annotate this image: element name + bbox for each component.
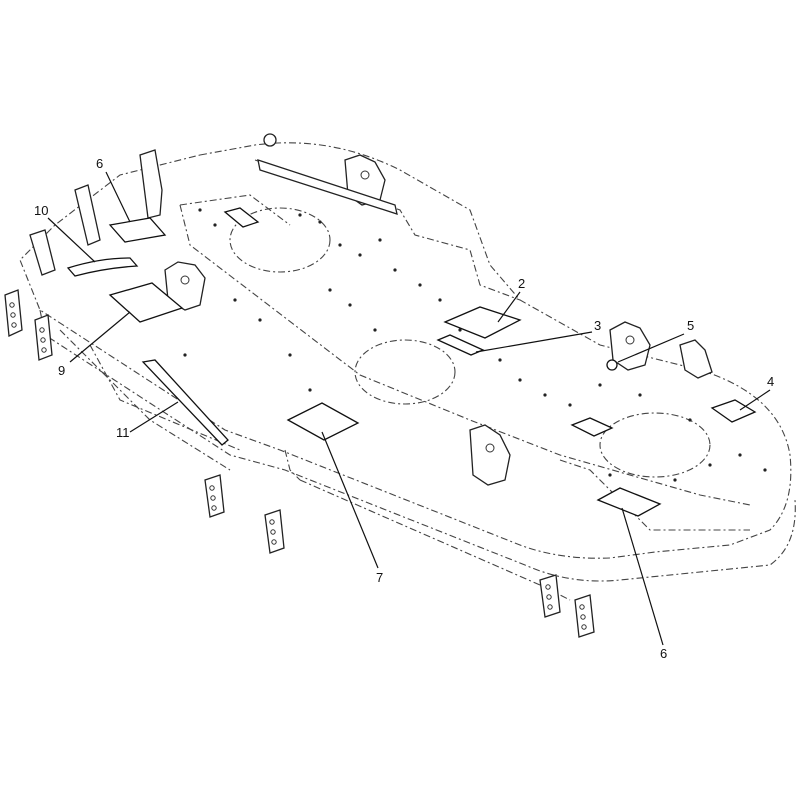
decal-3 (436, 334, 485, 356)
decal-11 (141, 359, 229, 446)
callout-labels: 6 10 9 11 7 2 3 5 4 6 (34, 156, 774, 661)
callout-4: 4 (767, 374, 774, 389)
callout-2: 2 (518, 276, 525, 291)
callout-6-rear: 6 (96, 156, 103, 171)
callout-11: 11 (116, 425, 130, 440)
callout-6-front: 6 (660, 646, 667, 661)
decal-10 (66, 257, 139, 277)
decal-rear-strip (223, 207, 260, 228)
deck-outline (19, 142, 796, 601)
deck-brackets (4, 133, 713, 638)
decal-6-rear (108, 217, 167, 243)
blade-openings (229, 207, 711, 478)
leader-lines (47, 171, 771, 646)
decal-7 (286, 402, 360, 441)
decal-4 (710, 399, 757, 423)
decal-2 (443, 306, 522, 339)
decals (66, 207, 757, 517)
callout-7: 7 (376, 570, 383, 585)
callout-3: 3 (594, 318, 601, 333)
callout-9: 9 (58, 363, 65, 378)
decal-9 (108, 282, 184, 323)
decal-chute-strip (570, 417, 614, 437)
decal-5 (606, 359, 618, 371)
callout-5: 5 (687, 318, 694, 333)
callout-10: 10 (34, 203, 48, 218)
mounting-holes (183, 208, 767, 482)
decal-6-front (596, 487, 662, 517)
